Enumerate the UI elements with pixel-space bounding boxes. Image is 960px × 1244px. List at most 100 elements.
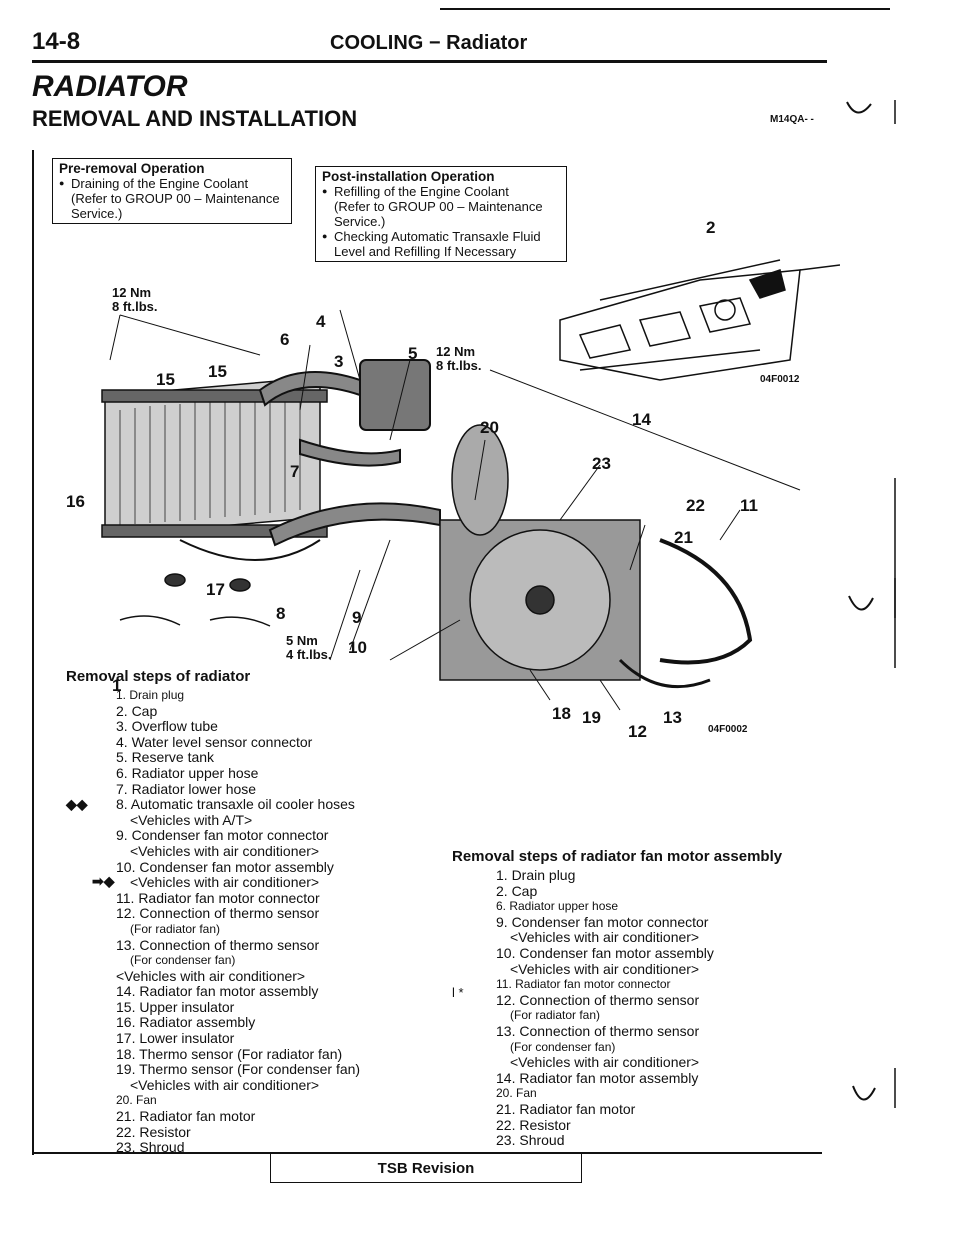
- torque-a-line2: 8 ft.lbs.: [112, 299, 158, 314]
- callout-13: 13: [663, 708, 682, 727]
- callout-15b: 15: [208, 362, 227, 381]
- callout-7: 7: [290, 462, 300, 481]
- callout-4: 4: [316, 312, 326, 331]
- torque-a-line1: 12 Nm: [112, 285, 152, 300]
- fan-steps-list: 1. Drain plug 2. Cap 6. Radiator upper h…: [496, 867, 714, 1149]
- list-item: 4. Water level sensor connector: [116, 733, 313, 750]
- callout-16: 16: [66, 492, 85, 511]
- list-item: 10. Condenser fan motor assembly: [116, 858, 334, 875]
- pre-removal-sub2: Service.): [71, 206, 123, 221]
- list-item: 21. Radiator fan motor: [496, 1100, 636, 1117]
- callout-17: 17: [206, 580, 225, 599]
- pre-removal-item: Draining of the Engine Coolant: [59, 176, 285, 191]
- torque-label-b: 12 Nm 8 ft.lbs.: [436, 345, 482, 373]
- list-item: 1. Drain plug: [116, 688, 185, 702]
- torque-b-line1: 12 Nm: [436, 344, 476, 359]
- callout-5: 5: [408, 344, 418, 363]
- post-installation-item2-sub: Level and Refilling If Necessary: [334, 244, 517, 259]
- list-item: 21. Radiator fan motor: [116, 1108, 256, 1125]
- lower-insulators: [119, 573, 271, 627]
- subsection-title: REMOVAL AND INSTALLATION: [32, 106, 358, 131]
- list-item: (For radiator fan): [510, 1008, 601, 1023]
- list-item: 17. Lower insulator: [116, 1030, 235, 1047]
- radiator-steps-heading: Removal steps of radiator: [66, 668, 251, 685]
- step11-mark: ➡◆: [92, 873, 115, 889]
- list-item: 7. Radiator lower hose: [116, 780, 257, 797]
- list-item: 6. Radiator upper hose: [496, 899, 619, 914]
- section-title: RADIATOR: [32, 70, 188, 103]
- list-item: 12. Connection of thermo sensor: [116, 905, 320, 922]
- left-margin-rule: [32, 150, 34, 1155]
- list-item: (For condenser fan): [130, 953, 236, 968]
- list-item: 18. Thermo sensor (For radiator fan): [116, 1045, 343, 1062]
- list-item: 13. Connection of thermo sensor: [496, 1022, 700, 1039]
- list-item: (For condenser fan): [510, 1039, 616, 1054]
- list-item: 11. Radiator fan motor connector: [116, 889, 320, 906]
- fan-shroud-illustration: [439, 424, 753, 689]
- figure-code-top: 04F0012: [760, 374, 800, 385]
- callout-22: 22: [686, 496, 705, 515]
- callout-18: 18: [552, 704, 571, 723]
- list-item: 14. Radiator fan motor assembly: [496, 1069, 699, 1086]
- tsb-revision-label: TSB Revision: [377, 1160, 475, 1177]
- radiator-illustration: [101, 376, 328, 538]
- list-item: <Vehicles with air conditioner>: [130, 842, 320, 859]
- list-item: (For radiator fan): [130, 921, 221, 936]
- step8-mark: ◆◆: [66, 796, 88, 812]
- list-item: <Vehicles with air conditioner>: [510, 1054, 700, 1071]
- list-item: 6. Radiator upper hose: [116, 764, 259, 781]
- callout-6: 6: [280, 330, 290, 349]
- callout-19: 19: [582, 708, 601, 727]
- list-item: 9. Condenser fan motor connector: [496, 913, 709, 930]
- footer-rule: [32, 1152, 822, 1154]
- callout-15a: 15: [156, 370, 175, 389]
- list-item: 22. Resistor: [496, 1116, 571, 1133]
- callout-2: 2: [706, 218, 716, 237]
- callout-11: 11: [740, 496, 758, 515]
- list-item: 16. Radiator assembly: [116, 1014, 256, 1031]
- list-item: <Vehicles with air conditioner>: [116, 967, 306, 984]
- list-item: <Vehicles with air conditioner>: [130, 874, 320, 891]
- list-item: 14. Radiator fan motor assembly: [116, 983, 319, 1000]
- list-item: <Vehicles with air conditioner>: [130, 1076, 320, 1093]
- list-item: 10. Condenser fan motor assembly: [496, 944, 714, 961]
- post-installation-title: Post-installation Operation: [322, 169, 495, 184]
- header-top-rule: [440, 8, 890, 10]
- list-item: 1. Drain plug: [496, 867, 576, 883]
- binder-marks: [846, 100, 896, 1108]
- list-item: 22. Resistor: [116, 1123, 191, 1140]
- list-item: 19. Thermo sensor (For condenser fan): [116, 1061, 361, 1078]
- callout-10: 10: [348, 638, 367, 657]
- engine-illustration: [559, 259, 840, 381]
- section-code: M14QA- -: [770, 114, 814, 125]
- torque-c-line1: 5 Nm: [286, 633, 318, 648]
- page-number: 14-8: [32, 28, 81, 55]
- list-item: 3. Overflow tube: [116, 718, 218, 735]
- list-item: <Vehicles with air conditioner>: [510, 960, 700, 977]
- callout-14: 14: [632, 410, 651, 429]
- list-item: 12. Connection of thermo sensor: [496, 991, 700, 1008]
- post-installation-item1-sub1: (Refer to GROUP 00 – Maintenance: [334, 199, 543, 214]
- pre-removal-title: Pre-removal Operation: [59, 161, 205, 176]
- leader-lines: [109, 309, 801, 711]
- torque-label-c: 5 Nm 4 ft.lbs.: [286, 634, 332, 662]
- list-item: 5. Reserve tank: [116, 749, 215, 766]
- fan-step11-mark: l *: [452, 985, 464, 1000]
- figure-code-main: 04F0002: [708, 724, 748, 735]
- list-item: 2. Cap: [496, 882, 538, 899]
- list-item: 8. Automatic transaxle oil cooler hoses: [116, 796, 355, 813]
- list-item: 20. Fan: [496, 1086, 537, 1101]
- torque-c-line2: 4 ft.lbs.: [286, 647, 332, 662]
- tsb-revision-box: TSB Revision: [270, 1152, 582, 1183]
- callout-23: 23: [592, 454, 611, 473]
- list-item: 11. Radiator fan motor connector: [496, 977, 671, 992]
- pre-removal-sub1: (Refer to GROUP 00 – Maintenance: [71, 191, 280, 206]
- radiator-exploded-diagram: [101, 259, 840, 711]
- callout-20: 20: [480, 418, 499, 437]
- page-header-title: COOLING − Radiator: [330, 32, 528, 54]
- header-rule: [32, 60, 827, 63]
- list-item: 23. Shroud: [496, 1132, 565, 1149]
- callout-21: 21: [674, 528, 693, 547]
- post-installation-item2: Checking Automatic Transaxle Fluid: [322, 229, 560, 244]
- callout-12: 12: [628, 722, 647, 741]
